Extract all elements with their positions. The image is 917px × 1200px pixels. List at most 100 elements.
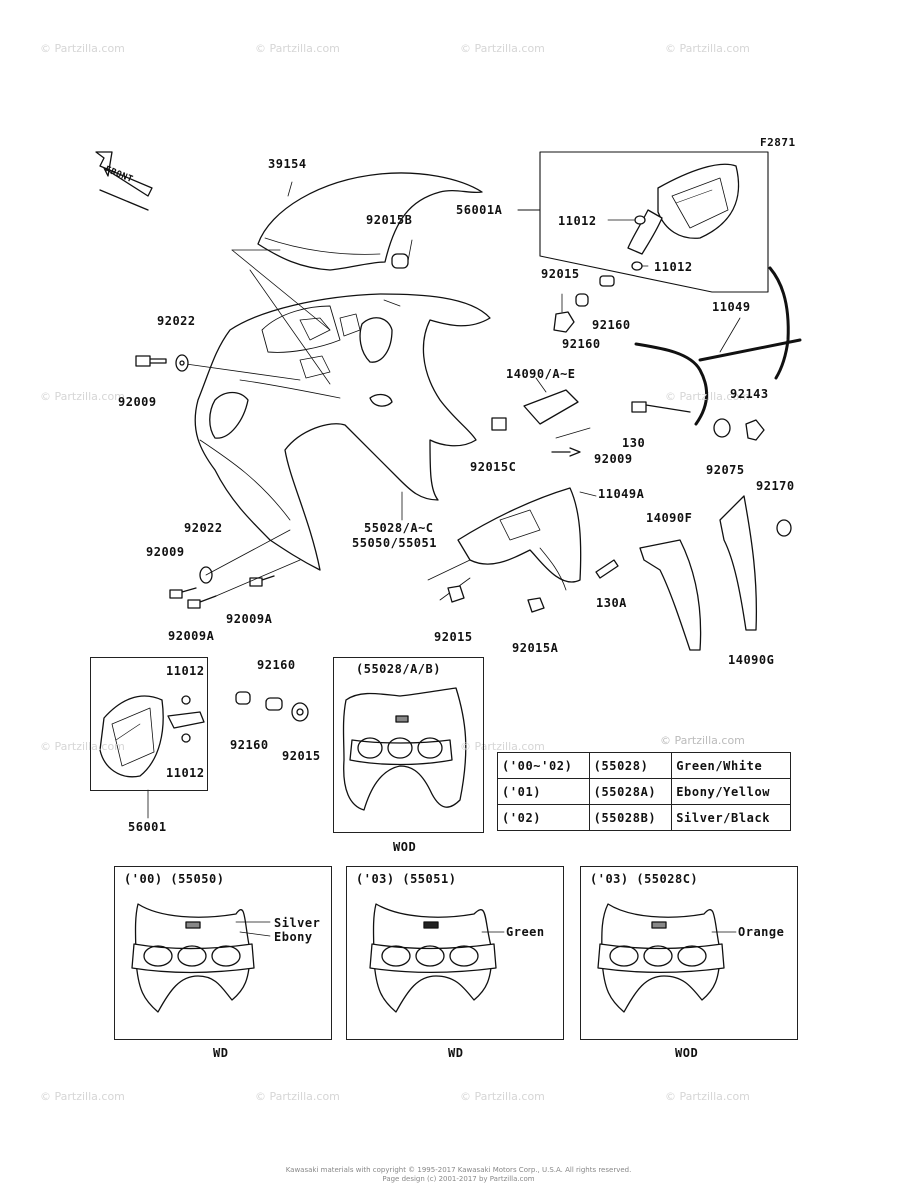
- watermark: © Partzilla.com: [40, 390, 125, 403]
- footer-design: Page design (c) 2001-2017 by Partzilla.c…: [382, 1175, 535, 1183]
- mirror-56001a: [627, 163, 740, 255]
- watermark: © Partzilla.com: [460, 740, 545, 753]
- part-label: 11012: [558, 214, 597, 228]
- watermark: © Partzilla.com: [255, 1090, 340, 1103]
- part-label: 92170: [756, 479, 795, 493]
- table-row: ('00~'02) (55028) Green/White: [497, 752, 791, 779]
- part-label: 92015: [434, 630, 473, 644]
- part-label: 92015C: [470, 460, 517, 474]
- part-label: 92160: [562, 337, 601, 351]
- part-label: 56001A: [456, 203, 503, 217]
- part-label: 92015A: [512, 641, 559, 655]
- part-label: 92015B: [366, 213, 413, 227]
- part-label: 11012: [166, 766, 205, 780]
- inset-cowl-wod: [342, 687, 467, 811]
- watermark: © Partzilla.com: [255, 42, 340, 55]
- table-cell-code: (55028B): [588, 804, 673, 831]
- part-label: 92160: [257, 658, 296, 672]
- variant-title: ('00) (55050): [124, 872, 225, 886]
- part-label: 56001: [128, 820, 167, 834]
- watermark: © Partzilla.com: [660, 734, 745, 747]
- table-cell-color: Green/White: [671, 752, 791, 779]
- part-label: 92009A: [226, 612, 273, 626]
- table-cell-year: ('00~'02): [497, 752, 590, 779]
- part-label: 92009: [146, 545, 185, 559]
- figure-code: F2871: [760, 136, 796, 149]
- table-cell-code: (55028A): [588, 778, 673, 805]
- part-label: 14090/A~E: [506, 367, 576, 381]
- part-label: 92015: [282, 749, 321, 763]
- part-label: 11012: [166, 664, 205, 678]
- mirror-box: [90, 657, 208, 791]
- part-label: 11049: [712, 300, 751, 314]
- variant-cowl-55028c: [597, 903, 725, 1013]
- table-row: ('02) (55028B) Silver/Black: [497, 804, 791, 831]
- part-label: 92009: [594, 452, 633, 466]
- stay-11049: [634, 266, 802, 426]
- part-label: 92009: [118, 395, 157, 409]
- bracket-14090g: [719, 495, 758, 631]
- variant-box-55050: [114, 866, 332, 1040]
- part-label: 14090G: [728, 653, 775, 667]
- part-label: 92075: [706, 463, 745, 477]
- variant-color: Ebony: [274, 930, 313, 944]
- part-label: 11012: [654, 260, 693, 274]
- variant-color: Green: [506, 925, 545, 939]
- table-cell-color: Ebony/Yellow: [671, 778, 791, 805]
- variant-box-55051: [346, 866, 564, 1040]
- watermark: © Partzilla.com: [40, 1090, 125, 1103]
- bolt-92009: [135, 355, 167, 367]
- nut-92015: [553, 311, 575, 333]
- variant-caption: WD: [448, 1046, 464, 1060]
- part-label: 92022: [157, 314, 196, 328]
- variant-caption: WD: [213, 1046, 229, 1060]
- table-row: ('01) (55028A) Ebony/Yellow: [497, 778, 791, 805]
- part-label: 92143: [730, 387, 769, 401]
- inset-caption: WOD: [393, 840, 417, 854]
- variant-title: ('03) (55028C): [590, 872, 699, 886]
- part-label: 14090F: [646, 511, 693, 525]
- table-cell-year: ('01): [497, 778, 590, 805]
- washer-92022: [175, 354, 189, 372]
- grommet-92015b: [391, 253, 409, 269]
- table-cell-color: Silver/Black: [671, 804, 791, 831]
- mirror-56001: [99, 695, 205, 778]
- part-label: 130A: [596, 596, 627, 610]
- part-label: 92022: [184, 521, 223, 535]
- inset-wod-box: [333, 657, 484, 833]
- part-label: 130: [622, 436, 646, 450]
- watermark: © Partzilla.com: [665, 390, 750, 403]
- part-label: 11049A: [598, 487, 645, 501]
- upper-cowl-part: [194, 293, 491, 571]
- part-label: 39154: [268, 157, 307, 171]
- front-arrow-icon: [95, 151, 153, 211]
- variant-cowl-55050: [131, 903, 255, 1013]
- watermark: © Partzilla.com: [40, 740, 125, 753]
- part-label: 55050/55051: [352, 536, 437, 550]
- table-cell-year: ('02): [497, 804, 590, 831]
- part-label: 92009A: [168, 629, 215, 643]
- variant-color: Orange: [738, 925, 785, 939]
- color-table: ('00~'02) (55028) Green/White ('01) (550…: [497, 752, 791, 831]
- inset-title: (55028/A/B): [356, 662, 441, 676]
- watermark: © Partzilla.com: [665, 1090, 750, 1103]
- watermark: © Partzilla.com: [40, 42, 125, 55]
- variant-box-55028c: [580, 866, 798, 1040]
- watermark: © Partzilla.com: [460, 42, 545, 55]
- watermark: © Partzilla.com: [460, 1090, 545, 1103]
- windshield-part: [257, 172, 483, 271]
- footer-copyright: Kawasaki materials with copyright © 1995…: [285, 1166, 632, 1174]
- bracket-11049a: [457, 487, 582, 591]
- part-label: 55028/A~C: [364, 521, 434, 535]
- variant-cowl-55051: [369, 903, 497, 1013]
- variant-title: ('03) (55051): [356, 872, 457, 886]
- part-label: 92160: [592, 318, 631, 332]
- part-label: 92015: [541, 267, 580, 281]
- variant-caption: WOD: [675, 1046, 699, 1060]
- variant-color: Silver: [274, 916, 321, 930]
- watermark: © Partzilla.com: [665, 42, 750, 55]
- table-cell-code: (55028): [588, 752, 673, 779]
- bracket-14090f: [639, 539, 702, 651]
- part-label: 92160: [230, 738, 269, 752]
